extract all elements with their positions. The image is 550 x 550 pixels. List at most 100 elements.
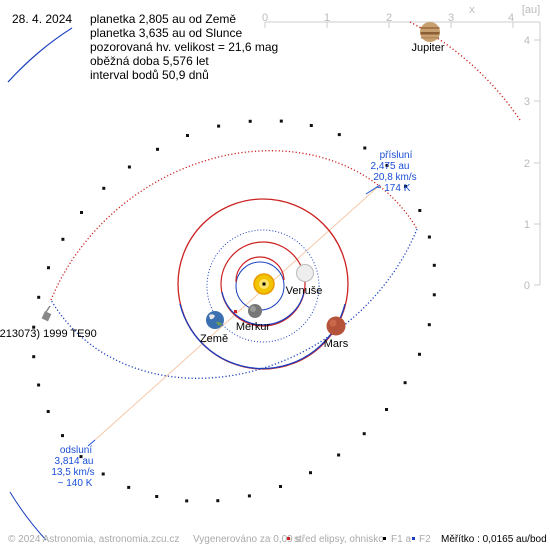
venus-icon bbox=[296, 264, 314, 282]
legend-f2-swatch bbox=[412, 537, 415, 540]
asteroid-position-mark bbox=[404, 184, 407, 188]
asteroid-position-mark bbox=[102, 186, 106, 190]
info-line: planetka 3,635 au od Slunce bbox=[90, 26, 242, 40]
asteroid-position-mark bbox=[248, 119, 252, 123]
earth-icon bbox=[206, 311, 224, 329]
perihelion-info: přísluní 2,475 au 20,8 km/s ~ 174 K bbox=[371, 150, 417, 194]
unit-label: [au] bbox=[522, 4, 540, 16]
asteroid-position-mark bbox=[309, 124, 313, 127]
perihelion-speed: 20,8 km/s bbox=[373, 172, 416, 183]
asteroid-position-mark bbox=[127, 165, 131, 169]
asteroid-position-mark bbox=[432, 293, 436, 297]
asteroid-position-mark bbox=[61, 237, 65, 241]
direction-arc bbox=[7, 27, 73, 83]
asteroid-position-mark bbox=[247, 494, 251, 498]
asteroid-position-mark bbox=[156, 147, 159, 151]
asteroid-position-mark bbox=[418, 352, 421, 356]
earth-label: Země bbox=[200, 333, 228, 345]
asteroid-position-mark bbox=[279, 485, 282, 488]
y-tick-label: 4 bbox=[524, 35, 530, 47]
jupiter-icon bbox=[420, 22, 440, 42]
asteroid-position-mark bbox=[101, 472, 105, 476]
ellipse-center-marker bbox=[234, 310, 237, 313]
asteroid-position-mark bbox=[385, 163, 389, 167]
asteroid-position-mark bbox=[279, 119, 283, 123]
asteroid-position-mark bbox=[418, 209, 422, 212]
mars-icon bbox=[326, 316, 346, 336]
y-tick-label: 3 bbox=[524, 96, 530, 108]
perihelion-title: přísluní bbox=[380, 150, 413, 161]
earth-orbit bbox=[206, 229, 320, 343]
aphelion-info: odsluní 3,814 au 13,5 km/s ~ 140 K bbox=[51, 445, 94, 489]
aphelion-speed: 13,5 km/s bbox=[51, 467, 94, 478]
footer: © 2024 Astronomia, astronomia.zcu.cz Vyg… bbox=[8, 534, 547, 545]
asteroid-label: (213073) 1999 TE90 bbox=[0, 328, 97, 340]
generated-time: Vygenerováno za 0,09 s bbox=[193, 534, 300, 545]
asteroid-position-mark bbox=[185, 499, 189, 503]
sun-icon bbox=[253, 273, 275, 295]
coordinate-axes bbox=[264, 21, 541, 286]
y-tick-label: 0 bbox=[524, 280, 530, 292]
x-axis-label: x bbox=[469, 4, 475, 16]
aphelion-marker bbox=[87, 439, 96, 447]
axis-tick-labels: 0 1 2 3 4 x [au] 0 1 2 3 4 bbox=[262, 4, 540, 292]
asteroid-position-mark bbox=[37, 383, 41, 387]
asteroid-position-mark bbox=[432, 263, 436, 267]
legend-f1-label: F1 a bbox=[391, 534, 411, 545]
asteroid-position-mark bbox=[403, 381, 407, 385]
info-line: oběžná doba 5,576 let bbox=[90, 54, 209, 68]
asteroid-orbit-above bbox=[50, 150, 418, 301]
mercury-label: Merkur bbox=[236, 321, 271, 333]
asteroid-position-mark bbox=[32, 325, 36, 329]
perihelion-marker bbox=[365, 184, 381, 195]
asteroid-position-mark bbox=[309, 471, 312, 475]
asteroid-position-mark bbox=[47, 266, 50, 270]
mercury-orbit-above bbox=[235, 256, 285, 283]
asteroid-position-mark bbox=[127, 485, 131, 489]
y-tick-label: 1 bbox=[524, 219, 530, 231]
date-label: 28. 4. 2024 bbox=[12, 12, 72, 26]
info-line: planetka 2,805 au od Země bbox=[90, 12, 236, 26]
legend-f1-swatch bbox=[383, 537, 386, 540]
asteroid-position-mark bbox=[363, 146, 367, 150]
jupiter-orbit-arc bbox=[7, 27, 73, 83]
y-tick-label: 2 bbox=[524, 158, 530, 170]
asteroid-position-mark bbox=[427, 235, 431, 239]
apsides-line bbox=[94, 184, 381, 441]
legend-center-swatch bbox=[287, 537, 290, 540]
asteroid-position-mark bbox=[61, 434, 64, 438]
asteroid-icon bbox=[41, 305, 52, 322]
mars-label: Mars bbox=[324, 338, 349, 350]
aphelion-title: odsluní bbox=[60, 445, 92, 456]
copyright-text: © 2024 Astronomia, astronomia.zcu.cz bbox=[8, 534, 179, 545]
legend-center-label: střed elipsy, ohnisko bbox=[294, 534, 384, 545]
asteroid-position-mark bbox=[362, 432, 366, 436]
asteroid-position-mark bbox=[32, 355, 36, 359]
asteroid-position-mark bbox=[186, 134, 189, 137]
x-tick-label: 0 bbox=[262, 12, 268, 24]
mercury-icon bbox=[248, 304, 262, 318]
x-tick-label: 2 bbox=[386, 12, 392, 24]
asteroid-position-mark bbox=[337, 133, 341, 137]
info-line: interval bodů 50,9 dnů bbox=[90, 68, 209, 82]
perihelion-distance: 2,475 au bbox=[371, 161, 410, 172]
x-tick-label: 4 bbox=[508, 12, 514, 24]
legend-f2-label: F2 bbox=[419, 534, 431, 545]
venus-orbit bbox=[220, 241, 306, 327]
aphelion-distance: 3,814 au bbox=[55, 456, 94, 467]
aphelion-temperature: ~ 140 K bbox=[58, 478, 93, 489]
asteroid-position-mark bbox=[155, 495, 159, 498]
scale-label: Měřítko : 0,0165 au/bod bbox=[441, 534, 547, 545]
x-tick-label: 1 bbox=[324, 12, 330, 24]
jupiter-orbit-arc bbox=[9, 491, 47, 541]
jupiter-label: Jupiter bbox=[411, 42, 444, 54]
asteroid-position-mark bbox=[217, 124, 221, 128]
asteroid-position-mark bbox=[427, 323, 431, 327]
asteroid-position-mark bbox=[79, 455, 83, 459]
venus-orbit-below bbox=[221, 291, 305, 326]
x-tick-label: 3 bbox=[448, 12, 454, 24]
perihelion-temperature: ~ 174 K bbox=[376, 183, 411, 194]
asteroid-position-mark bbox=[337, 453, 341, 457]
